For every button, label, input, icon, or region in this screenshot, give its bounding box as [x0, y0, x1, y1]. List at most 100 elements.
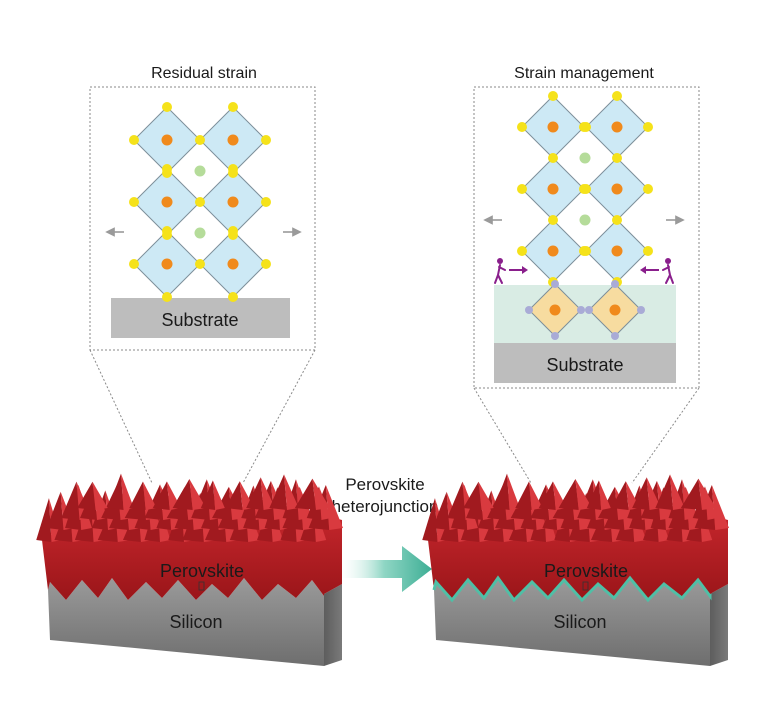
right-device-pyramid-shadow — [680, 478, 702, 510]
arrow-label-line2: heterojunction — [332, 497, 439, 516]
left-device-pyramid-shadow — [108, 473, 124, 510]
right-device-pyramid-light — [698, 478, 717, 510]
left-lattice-x-site — [261, 259, 271, 269]
interface-lattice-x-site — [611, 280, 619, 288]
right-device-heterojunction-interface — [432, 575, 712, 603]
right-lattice-a-site — [579, 214, 591, 226]
left-lattice-b-site — [227, 196, 239, 208]
right-device-pyramid-shadow — [530, 484, 550, 520]
interface-lattice-x-site — [585, 306, 593, 314]
right-device — [422, 473, 729, 666]
left-lattice-x-site — [129, 259, 139, 269]
right-lattice-x-site — [612, 153, 622, 163]
left-lattice-x-site — [195, 197, 205, 207]
left-lattice-x-site — [162, 226, 172, 236]
right-substrate — [494, 343, 676, 383]
right-device-pyramid-light — [598, 480, 611, 510]
right-device-pyramid-shadow — [463, 481, 482, 510]
right-lattice-x-site — [548, 91, 558, 101]
left-device-pyramid-light — [260, 477, 276, 510]
right-lattice-x-site — [548, 215, 558, 225]
right-lattice-a-site — [579, 152, 591, 164]
right-device-pyramid-light — [478, 481, 494, 510]
right-device-pyramid-shadow — [432, 491, 450, 530]
interface-lattice-x-site — [637, 306, 645, 314]
left-device-pyramid-shadow — [61, 481, 80, 520]
right-lattice-x-site — [517, 122, 527, 132]
right-lattice-x-site — [581, 246, 591, 256]
left-device-pyramid-light — [325, 484, 343, 530]
left-device-pyramid-light — [312, 478, 331, 510]
right-lattice-b-site — [611, 245, 623, 257]
left-device-pyramid-shadow — [36, 498, 52, 542]
left-device-pyramid-texture — [36, 473, 343, 542]
left-device-pyramid-shadow — [225, 481, 243, 510]
right-device-pyramid-shadow — [655, 474, 673, 510]
heterojunction-arrow — [336, 546, 432, 592]
right-lattice-b-site — [611, 183, 623, 195]
left-lattice-b-site — [227, 134, 239, 146]
left-device-silicon-side — [324, 584, 342, 666]
left-lattice-x-site — [228, 292, 238, 302]
right-lattice-x-site — [612, 215, 622, 225]
left-lattice-x-site — [228, 102, 238, 112]
interface-lattice-b-site — [549, 304, 561, 316]
left-lattice-x-site — [162, 292, 172, 302]
left-device-pyramid-light — [189, 479, 207, 510]
left-lattice-x-site — [228, 164, 238, 174]
left-lattice-x-site — [195, 259, 205, 269]
right-lattice-x-site — [581, 122, 591, 132]
right-device-pyramid-shadow — [558, 479, 579, 510]
right-device-pyramid-shadow — [494, 473, 510, 510]
interface-lattice-x-site — [577, 306, 585, 314]
right-device-silicon-face — [434, 578, 710, 666]
interface-lattice-b-site — [609, 304, 621, 316]
right-device-pyramid-light — [646, 477, 662, 510]
right-junction-marker — [582, 581, 589, 591]
right-interface-lattice — [525, 280, 645, 340]
left-device-pyramid-light — [120, 473, 134, 510]
right-lattice — [517, 91, 653, 287]
left-lattice-b-site — [161, 196, 173, 208]
left-device — [36, 473, 343, 666]
left-device-pyramid-light — [92, 481, 108, 510]
right-lattice-b-site — [547, 183, 559, 195]
left-device-pyramid-shadow — [77, 481, 96, 510]
left-lattice-x-site — [228, 226, 238, 236]
right-lattice-x-site — [581, 184, 591, 194]
left-panel-title: Residual strain — [151, 65, 257, 82]
left-silicon-label: Silicon — [169, 612, 222, 632]
left-lattice-a-site — [194, 165, 206, 177]
left-perovskite-label: Perovskite — [160, 561, 244, 581]
right-device-pyramid-shadow — [632, 477, 650, 510]
right-lattice-b-site — [547, 121, 559, 133]
left-device-pyramid-shadow — [152, 481, 170, 510]
interface-lattice-x-site — [611, 332, 619, 340]
right-perovskite-label: Perovskite — [544, 561, 628, 581]
right-device-silicon-side — [710, 584, 728, 666]
left-lattice-b-site — [161, 258, 173, 270]
zoom-connectors — [89, 349, 700, 484]
left-lattice-a-site — [194, 227, 206, 239]
left-lattice-x-site — [195, 135, 205, 145]
left-lattice — [129, 102, 271, 302]
left-lattice-x-site — [162, 164, 172, 174]
left-substrate — [111, 298, 290, 338]
right-lattice-b-site — [547, 245, 559, 257]
left-zoom-box — [89, 86, 316, 351]
left-device-pyramid-shadow — [172, 479, 193, 510]
right-device-pyramid-texture — [422, 473, 729, 542]
right-device-pyramid-shadow — [422, 498, 438, 542]
right-substrate-label: Substrate — [546, 355, 623, 375]
interface-lattice-x-site — [551, 280, 559, 288]
left-device-pyramid-light — [142, 481, 157, 510]
left-device-pyramid-shadow — [46, 491, 64, 530]
left-lattice-b-site — [161, 134, 173, 146]
right-interface-layer — [494, 285, 676, 343]
left-device-silicon-face — [48, 578, 324, 666]
left-lattice-x-site — [261, 135, 271, 145]
left-lattice-x-site — [162, 102, 172, 112]
right-panel-title: Strain management — [514, 65, 654, 82]
right-device-pyramid-shadow — [447, 481, 466, 520]
